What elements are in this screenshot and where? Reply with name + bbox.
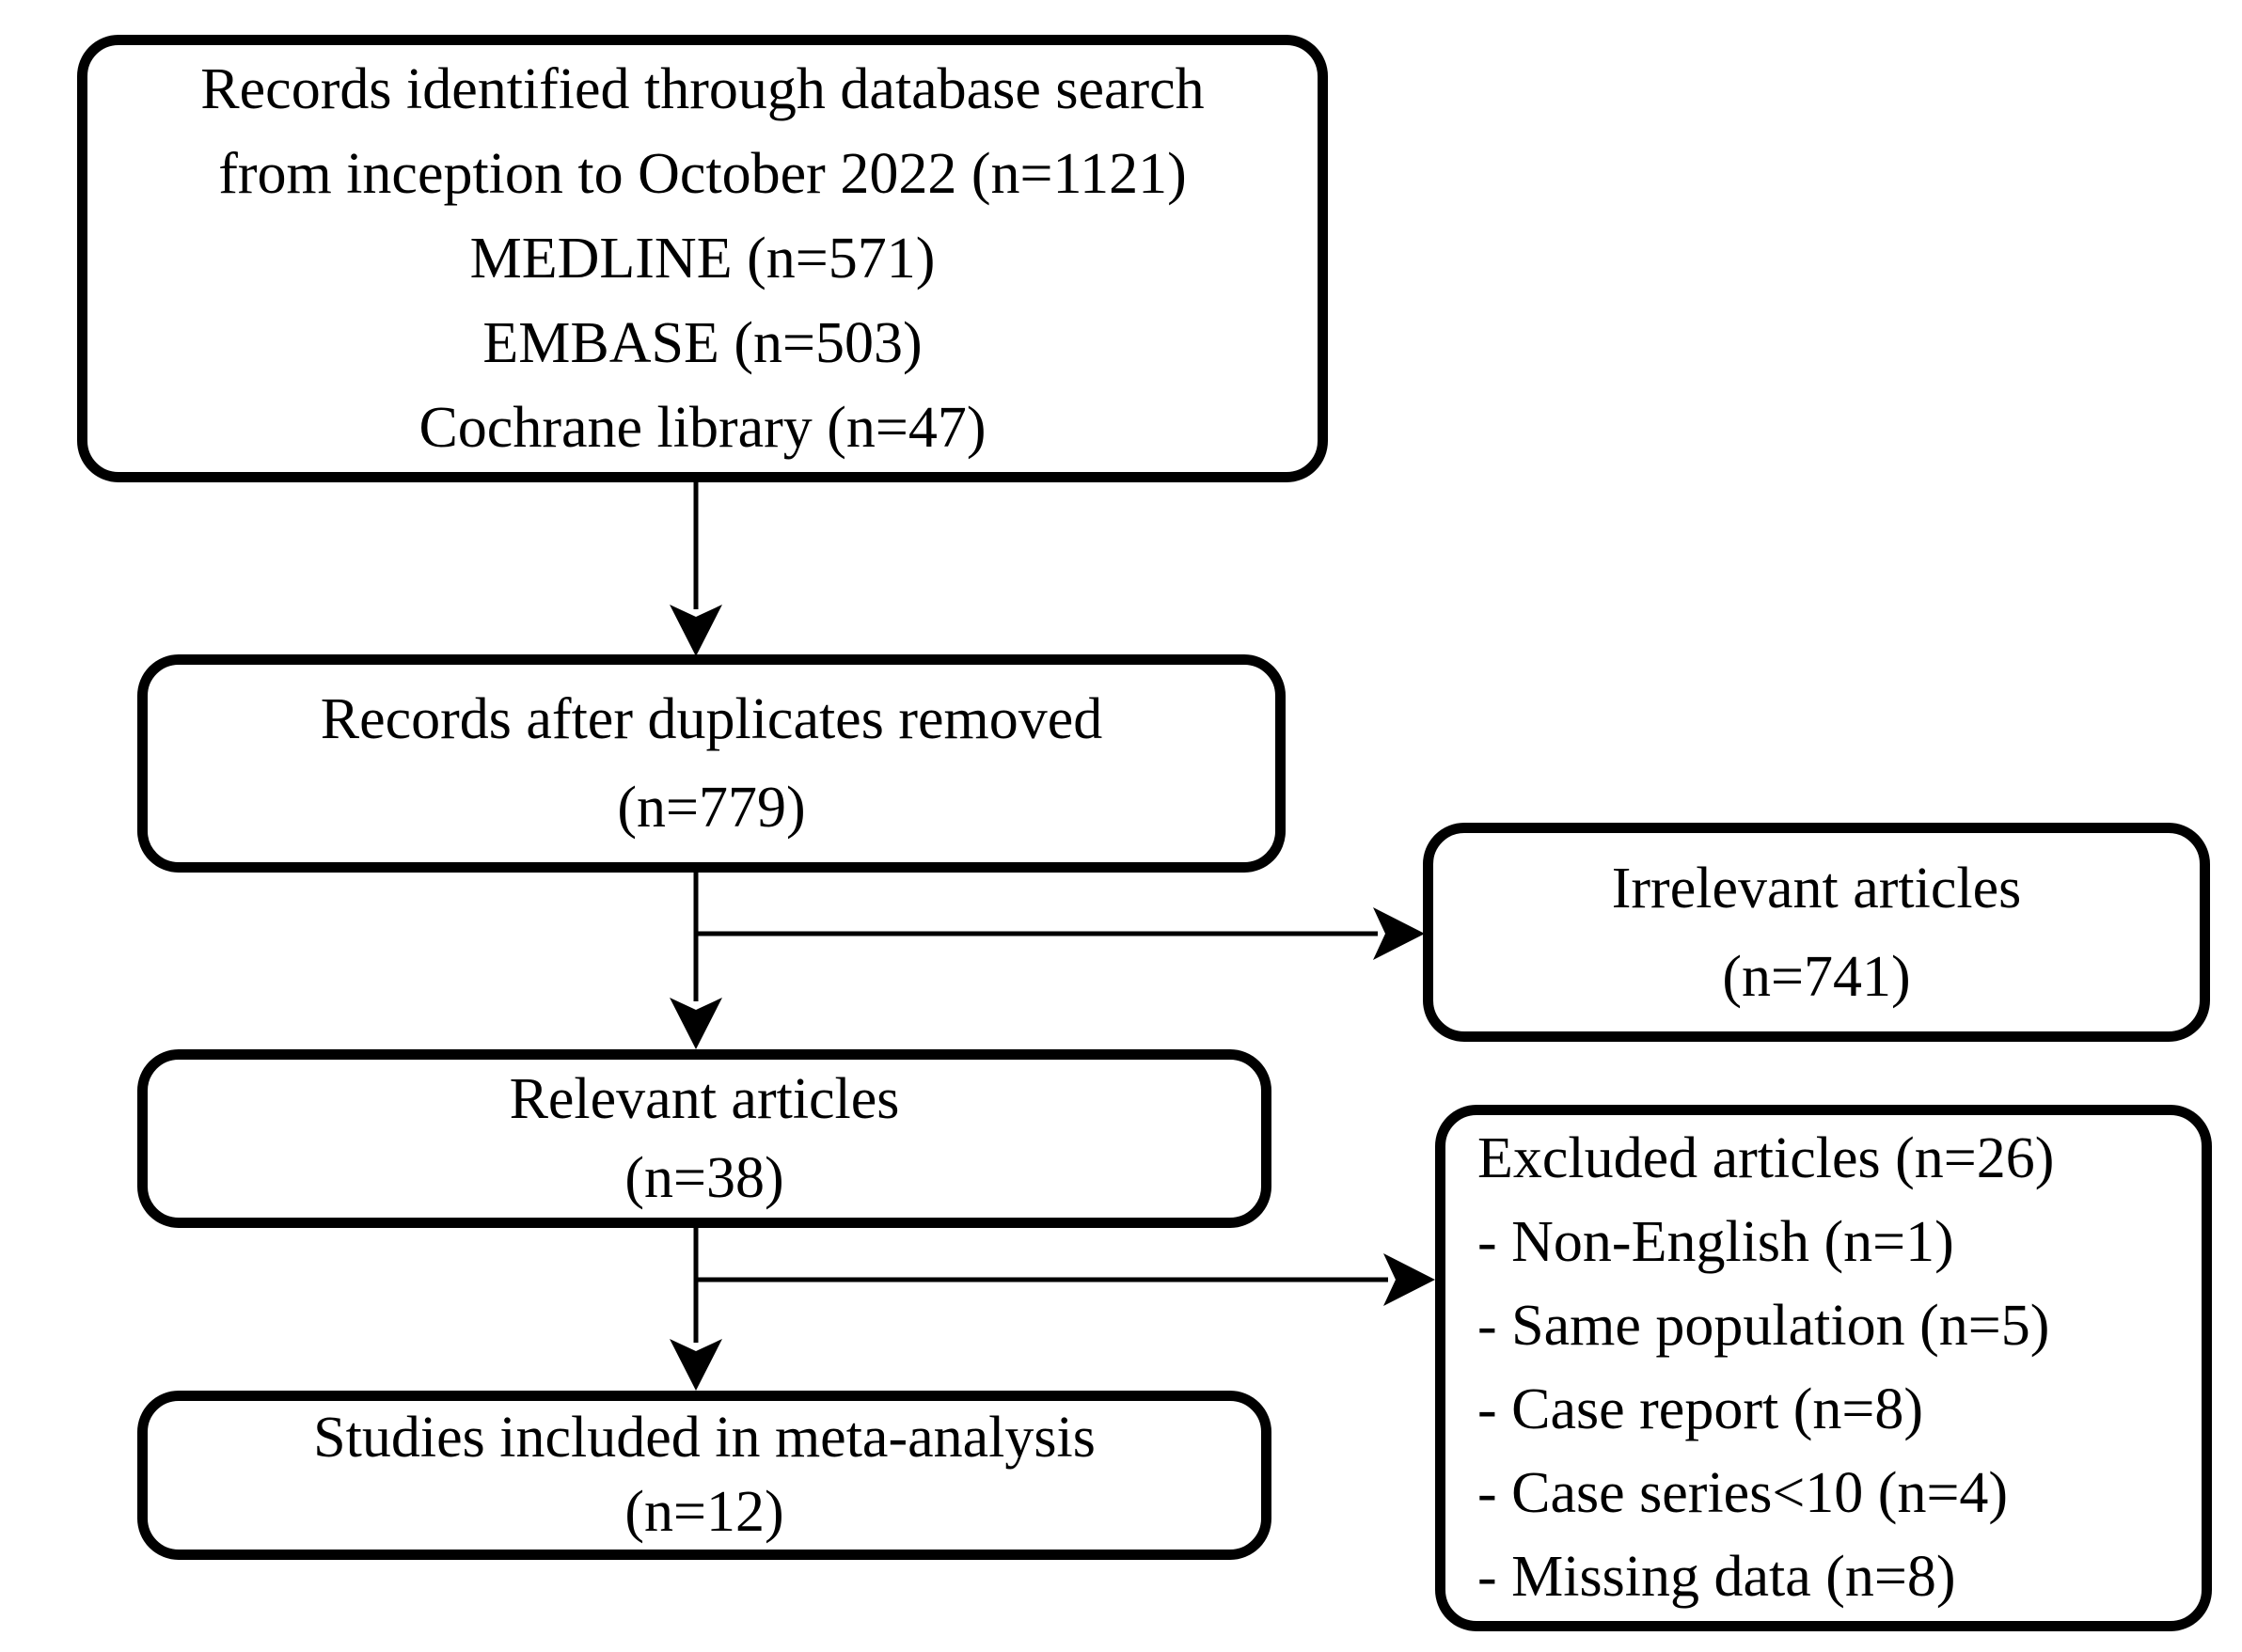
box-duplicates-removed: Records after duplicates removed (n=779) [137, 654, 1286, 873]
arrow-relevant-to-included [670, 1228, 722, 1391]
relevant-articles-count: (n=38) [624, 1146, 784, 1210]
relevant-articles-label: Relevant articles [509, 1067, 900, 1131]
arrow-identification-to-duplicates [670, 482, 722, 656]
records-identified-medline: MEDLINE (n=571) [469, 227, 936, 291]
excluded-missing-data: - Missing data (n=8) [1477, 1545, 1956, 1609]
excluded-articles-header: Excluded articles (n=26) [1477, 1126, 2055, 1190]
records-identified-embase: EMBASE (n=503) [482, 311, 923, 375]
excluded-non-english: - Non-English (n=1) [1477, 1210, 1954, 1274]
box-relevant-articles: Relevant articles (n=38) [137, 1049, 1271, 1228]
arrow-branch-to-excluded [696, 1253, 1435, 1306]
irrelevant-articles-label: Irrelevant articles [1611, 856, 2022, 920]
duplicates-removed-count: (n=779) [617, 776, 806, 840]
box-irrelevant-articles: Irrelevant articles (n=741) [1423, 823, 2210, 1042]
excluded-case-report: - Case report (n=8) [1477, 1377, 1923, 1441]
box-records-identified: Records identified through database sear… [77, 35, 1328, 482]
box-excluded-articles: Excluded articles (n=26) - Non-English (… [1435, 1105, 2212, 1631]
studies-included-count: (n=12) [624, 1480, 784, 1544]
studies-included-label: Studies included in meta-analysis [313, 1406, 1096, 1470]
irrelevant-articles-count: (n=741) [1722, 944, 1911, 1009]
box-studies-included: Studies included in meta-analysis (n=12) [137, 1391, 1271, 1560]
excluded-case-series: - Case series<10 (n=4) [1477, 1461, 2009, 1525]
records-identified-line-1: Records identified through database sear… [200, 57, 1205, 121]
duplicates-removed-label: Records after duplicates removed [320, 687, 1103, 751]
arrow-branch-to-irrelevant [696, 907, 1425, 960]
records-identified-line-2: from inception to October 2022 (n=1121) [218, 142, 1187, 206]
arrow-duplicates-to-relevant [670, 873, 722, 1049]
records-identified-cochrane: Cochrane library (n=47) [418, 396, 987, 460]
excluded-same-population: - Same population (n=5) [1477, 1294, 2050, 1358]
